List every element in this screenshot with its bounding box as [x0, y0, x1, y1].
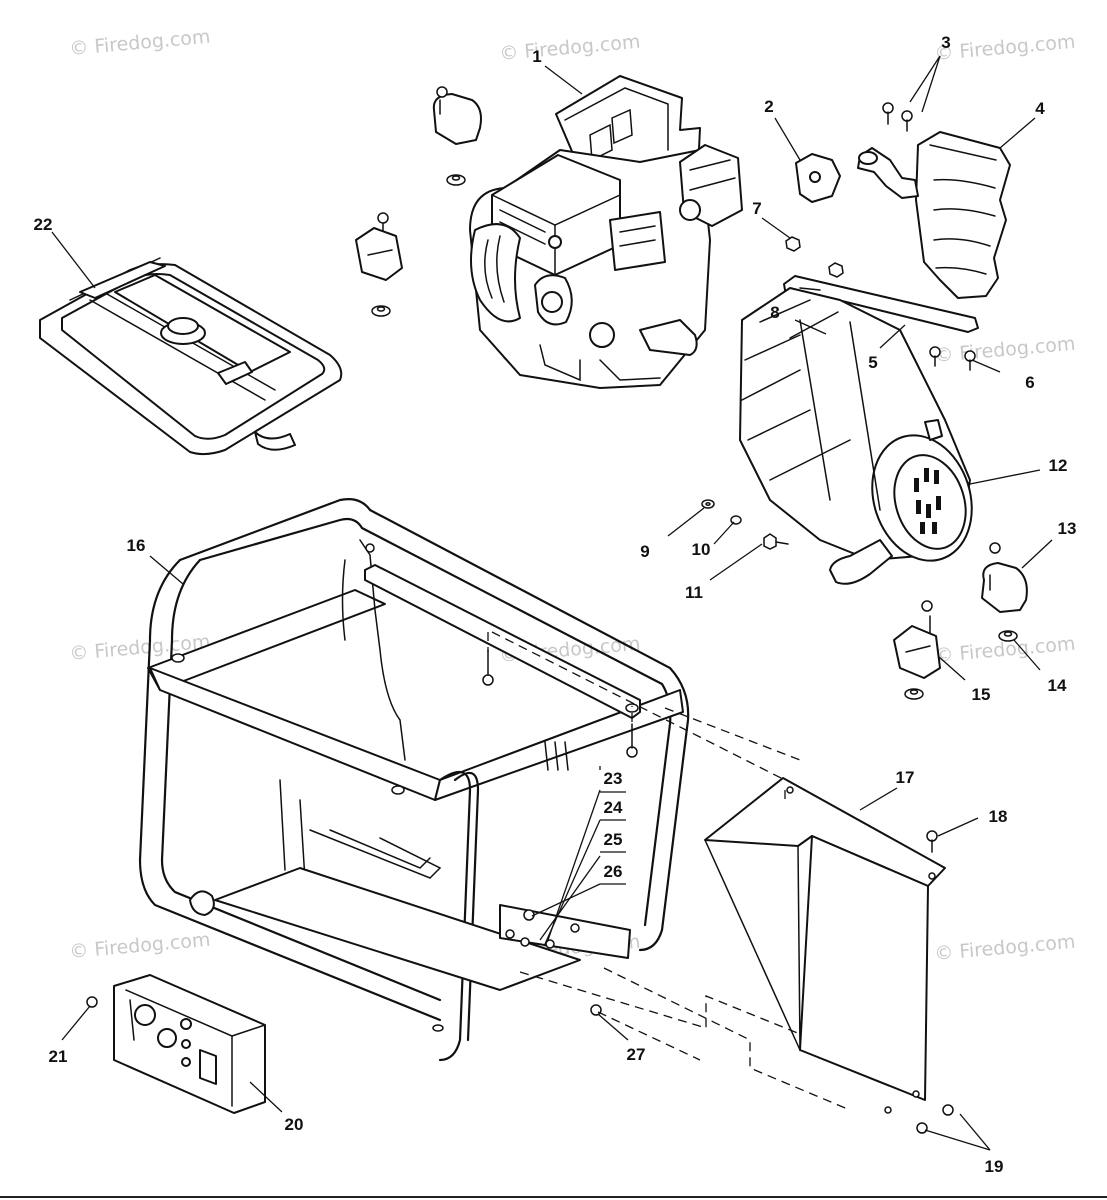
gasket-part [795, 153, 841, 203]
watermark: © Firedog.com [934, 31, 1077, 65]
watermark: © Firedog.com [934, 931, 1077, 965]
callout-11: 11 [685, 583, 703, 602]
frame-screws [482, 649, 638, 949]
alternator-part [739, 287, 973, 585]
engine-mount-upper [432, 86, 482, 186]
control-panel-part [113, 974, 266, 1114]
callout-25: 25 [604, 830, 623, 849]
engine-mount-lower [355, 212, 403, 317]
watermark: © Firedog.com [934, 333, 1077, 367]
watermark: © Firedog.com [69, 26, 212, 60]
callout-labels: 1 2 3 4 5 6 7 8 9 10 11 12 13 14 15 16 1… [34, 33, 1077, 1176]
callout-14: 14 [1048, 676, 1067, 695]
engine-part [469, 75, 743, 389]
callout-5: 5 [868, 353, 877, 372]
callout-27: 27 [627, 1045, 646, 1064]
callout-19: 19 [985, 1157, 1004, 1176]
mount-part-15 [893, 600, 941, 700]
callout-3: 3 [941, 33, 950, 52]
bolt-part-11 [763, 533, 789, 550]
frame-part [138, 498, 690, 1062]
callout-15: 15 [972, 685, 991, 704]
screw-part-21 [86, 996, 98, 1008]
watermark: © Firedog.com [69, 929, 212, 963]
bracket-screws-6 [929, 346, 976, 371]
mount-part-13 [981, 542, 1028, 613]
callout-4: 4 [1035, 99, 1045, 118]
callout-17: 17 [896, 768, 915, 787]
leader-lines [51, 55, 1053, 1151]
callout-20: 20 [285, 1115, 304, 1134]
callout-9: 9 [640, 542, 649, 561]
callout-13: 13 [1058, 519, 1077, 538]
shield-part [704, 777, 946, 1114]
callout-6: 6 [1025, 373, 1034, 392]
screws-part-19 [916, 1104, 954, 1134]
nut-part-14 [998, 630, 1018, 642]
fuel-tank-part [39, 257, 343, 456]
callout-26: 26 [604, 862, 623, 881]
bracket-nuts [785, 236, 844, 278]
callout-22: 22 [34, 215, 53, 234]
callout-2: 2 [764, 97, 773, 116]
callout-12: 12 [1049, 456, 1068, 475]
watermark: © Firedog.com [499, 31, 642, 65]
callout-18: 18 [989, 807, 1008, 826]
callout-16: 16 [127, 536, 146, 555]
callout-10: 10 [692, 540, 711, 559]
callout-1: 1 [532, 47, 541, 66]
alignment-lines [487, 631, 851, 1111]
callout-8: 8 [770, 303, 779, 322]
muffler-part [857, 131, 1011, 299]
callout-24: 24 [604, 798, 623, 817]
screw-part-27 [590, 1004, 602, 1016]
callout-7: 7 [752, 199, 761, 218]
washer-part-9 [701, 499, 715, 509]
callout-23: 23 [604, 769, 623, 788]
callout-21: 21 [49, 1047, 68, 1066]
muffler-screws [882, 102, 913, 132]
screw-part-18 [926, 830, 938, 853]
